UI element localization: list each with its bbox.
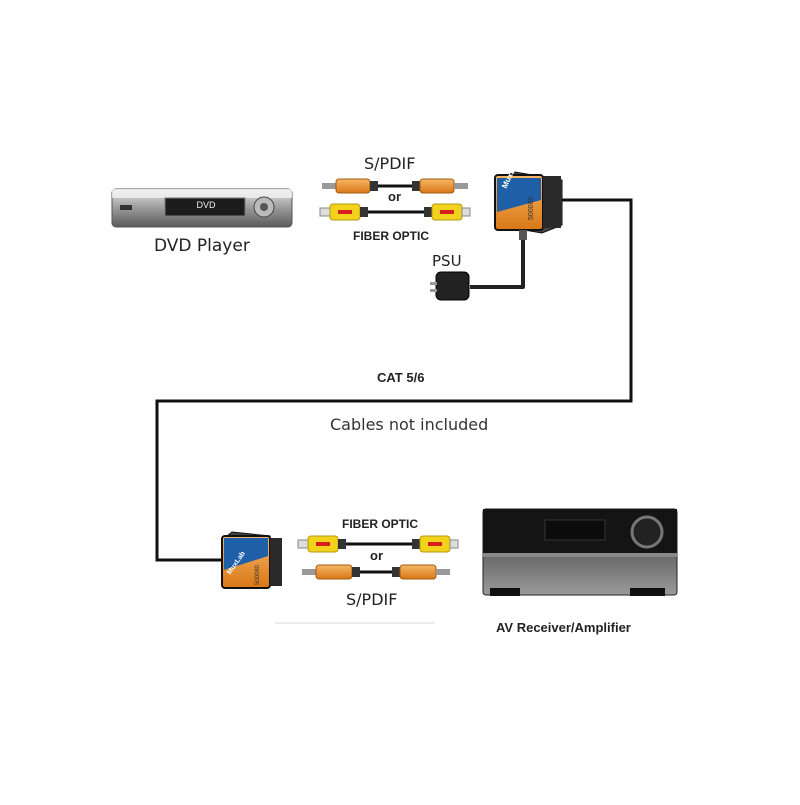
dvd-player-label: DVD Player bbox=[154, 236, 250, 256]
spdif-label-top: S/PDIF bbox=[364, 154, 416, 173]
cat-label: CAT 5/6 bbox=[377, 370, 425, 385]
spdif-cable-top bbox=[322, 178, 468, 194]
spdif-cable-bottom bbox=[302, 564, 450, 580]
unit-model-bottom: 500080 bbox=[255, 564, 261, 585]
receiver-label: AV Receiver/Amplifier bbox=[496, 620, 631, 635]
muxlab-unit-bottom bbox=[221, 531, 282, 589]
psu bbox=[430, 271, 470, 301]
reflection bbox=[275, 622, 435, 624]
unit-model-top: 500080 bbox=[528, 196, 535, 220]
fiber-optic-label-top: FIBER OPTIC bbox=[353, 229, 430, 243]
optical-cable-bottom bbox=[297, 535, 459, 553]
psu-label: PSU bbox=[432, 252, 462, 270]
cat-cable bbox=[155, 198, 633, 562]
or-label-top: or bbox=[388, 189, 401, 204]
av-receiver bbox=[482, 508, 678, 596]
spdif-label-bottom: S/PDIF bbox=[346, 590, 398, 609]
or-label-bottom: or bbox=[370, 548, 383, 563]
cables-note: Cables not included bbox=[330, 415, 489, 434]
optical-cable-top bbox=[319, 203, 471, 221]
muxlab-unit-top bbox=[494, 171, 563, 240]
dvd-display-text: DVD bbox=[196, 200, 216, 210]
psu-cable bbox=[470, 222, 525, 289]
fiber-optic-label-bottom: FIBER OPTIC bbox=[342, 517, 419, 531]
dvd-player bbox=[111, 188, 293, 228]
